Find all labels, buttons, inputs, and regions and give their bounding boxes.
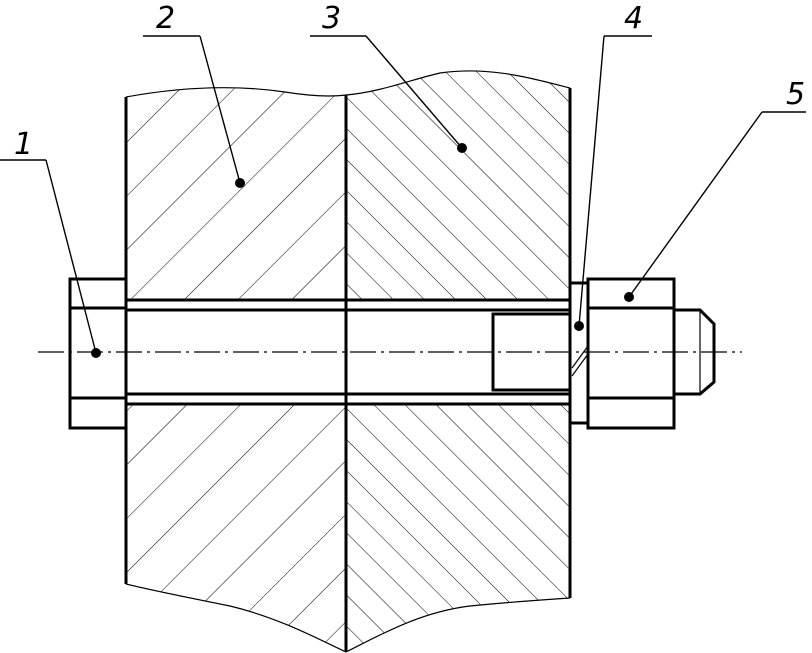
callout-3: 3 bbox=[310, 1, 467, 153]
callout-label-3: 3 bbox=[322, 1, 341, 36]
washer bbox=[568, 281, 590, 425]
callout-dot-1 bbox=[91, 348, 101, 358]
bolt bbox=[68, 277, 572, 430]
callout-dot-3 bbox=[457, 143, 467, 153]
callout-label-5: 5 bbox=[786, 77, 805, 112]
callout-dot-5 bbox=[624, 292, 634, 302]
callout-5: 5 bbox=[624, 77, 806, 302]
callout-2: 2 bbox=[143, 1, 245, 188]
callout-label-2: 2 bbox=[156, 1, 175, 36]
callout-dot-2 bbox=[235, 178, 245, 188]
nut bbox=[586, 277, 716, 430]
callout-label-1: 1 bbox=[14, 127, 33, 162]
callout-4: 4 bbox=[574, 1, 652, 331]
callout-label-4: 4 bbox=[624, 1, 643, 36]
callout-dot-4 bbox=[574, 321, 584, 331]
callout-1: 1 bbox=[0, 127, 101, 358]
